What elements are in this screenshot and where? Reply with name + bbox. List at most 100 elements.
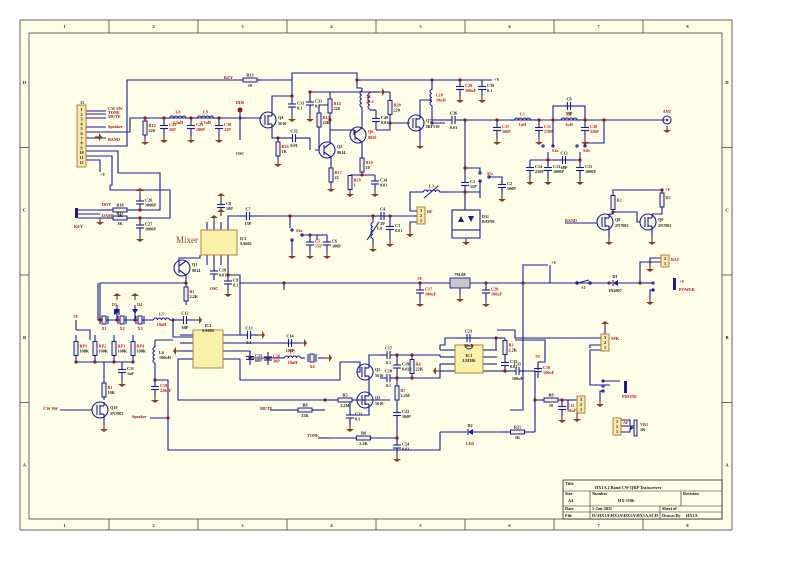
- ground-glyph: [601, 321, 609, 324]
- resistor-icon: [112, 207, 128, 213]
- junction-dot: [495, 118, 499, 122]
- junction-dot: [607, 281, 611, 285]
- wire: [140, 190, 161, 211]
- wire: [330, 129, 355, 135]
- junction-dot: [410, 353, 414, 357]
- capacitor-value: 56P: [169, 127, 176, 132]
- resistor-value: 1: [354, 183, 356, 188]
- resistor-ref: R14: [334, 101, 342, 106]
- ground-symbol: [323, 252, 331, 259]
- wires: [60, 72, 665, 455]
- junction-dot: [463, 190, 467, 194]
- ground-glyph: [369, 249, 377, 252]
- connector-ref: SPK: [611, 336, 620, 341]
- connector-icon: [612, 417, 622, 436]
- ground-glyph: [113, 293, 121, 296]
- resistor-ref: R3: [666, 195, 671, 200]
- inductor-ref: L10: [436, 93, 443, 98]
- resistor-value: 10: [549, 403, 553, 408]
- connector-icon: [416, 206, 426, 225]
- resistor-icon: [659, 192, 665, 208]
- ground-glyph: [99, 133, 102, 141]
- resistor-ref: R10: [116, 203, 123, 208]
- resistor-icon: [316, 112, 322, 128]
- junction-dot: [611, 210, 615, 214]
- inductor-icon: [367, 92, 371, 110]
- junction-dot: [131, 360, 135, 364]
- ground-glyph: [596, 404, 604, 407]
- bjt-emitter: [323, 151, 332, 158]
- ground-symbol: [306, 252, 314, 259]
- power-jack-contact: [651, 281, 655, 285]
- capacitor-value: 1000P: [145, 227, 156, 232]
- capacitor-ref: C28: [465, 83, 472, 88]
- inductor-ref: L3: [429, 184, 434, 189]
- diode-icon: [458, 216, 464, 222]
- capacitor-value: 0.1: [297, 106, 302, 111]
- junction-dot: [410, 376, 414, 380]
- ground-symbol: [136, 188, 144, 195]
- junction-dot: [458, 78, 462, 82]
- net-label-band: BAND: [565, 218, 577, 223]
- resistor-icon: [337, 397, 353, 403]
- connector-ref: RF: [427, 209, 433, 214]
- ground-symbol: [95, 133, 102, 141]
- resistor-icon: [610, 195, 616, 210]
- phone-jack-contact: [601, 384, 605, 388]
- capacitor-ref: C19: [402, 362, 409, 367]
- revision-label: Revision: [683, 491, 699, 496]
- number-value: HX-110b: [618, 498, 635, 503]
- transistor-ref: Q10: [110, 405, 117, 410]
- mixer-label: Mixer: [176, 235, 198, 245]
- inductor-icon: [283, 355, 302, 359]
- drawn-by-value: HX1A: [686, 513, 699, 518]
- bjt-collector: [178, 260, 187, 267]
- junction-dot: [328, 118, 332, 122]
- transistor-ref: Q4: [278, 115, 284, 120]
- ground-glyph: [187, 140, 195, 143]
- crystal-icon: [137, 315, 143, 325]
- ground-symbol: [406, 230, 414, 237]
- ground-symbol: [258, 331, 265, 339]
- wire: [567, 399, 577, 410]
- row-marker-right: A: [725, 462, 729, 467]
- ground-symbol: [456, 96, 464, 103]
- ground-glyph: [100, 429, 108, 432]
- connector-pin-number: 3: [420, 208, 422, 213]
- diode-ref: D3: [112, 302, 117, 307]
- capacitor-ref: C9: [566, 97, 571, 102]
- inductor-value: 10uH: [288, 360, 299, 365]
- net-label-power: POWER: [679, 287, 696, 292]
- wire: [239, 359, 341, 381]
- switch-contact: [487, 175, 491, 179]
- resistor-icon: [347, 175, 353, 190]
- row-marker-left: B: [23, 335, 26, 340]
- capacitor-value: 100P: [286, 348, 295, 353]
- switch-contact: [290, 238, 294, 242]
- row-marker-right: D: [725, 80, 729, 85]
- diode-icon: [613, 280, 618, 286]
- net-label-speaker: Speaker: [108, 124, 123, 129]
- junction-dot: [93, 360, 97, 364]
- junction-dot: [74, 360, 78, 364]
- connector-pin-number: 1: [664, 261, 666, 266]
- capacitor-ref: C32: [567, 403, 574, 408]
- ground-glyph: [306, 256, 314, 259]
- net-label-5v: 5V: [417, 276, 422, 281]
- inductor-ref: L6: [159, 350, 164, 355]
- junction-dot: [537, 118, 541, 122]
- transistor-value: 9014: [337, 150, 346, 155]
- transistor-ref: Q3: [375, 395, 380, 400]
- capacitor-ref: C21: [355, 412, 362, 417]
- ground-symbol: [195, 316, 202, 324]
- ground-symbol: [393, 455, 401, 462]
- capacitor-ref: C1: [470, 179, 475, 184]
- capacitor-value: 68P: [255, 358, 262, 363]
- ground-glyph: [323, 256, 331, 259]
- wire: [318, 104, 330, 110]
- regulator-label: 78L08: [454, 272, 465, 277]
- capacitor-value: 68P: [561, 165, 568, 170]
- ground-symbol: [217, 209, 225, 216]
- mosfet-icon: [639, 213, 657, 231]
